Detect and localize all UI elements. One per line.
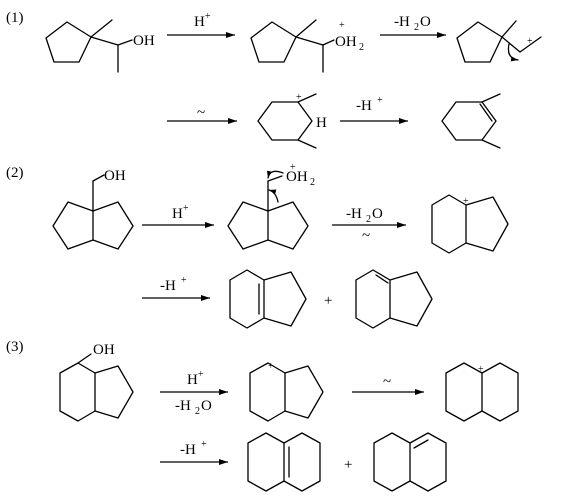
p2-product-b-double-bond — [375, 274, 389, 284]
p2-arrow1-plus: + — [183, 203, 189, 214]
p3-oh-label: OH — [93, 342, 115, 358]
p1-oxonium-sub: 2 — [359, 42, 364, 53]
p1-product-double-bond — [479, 103, 493, 122]
problem-number-2: (2) — [6, 165, 24, 181]
p3-product-b-double-bond — [413, 439, 429, 449]
p3-arrow1-sub: 2 — [195, 406, 200, 417]
p2-oh-label: OH — [104, 168, 126, 184]
p1-cyclohexyl-plus: + — [296, 92, 302, 103]
p3-product-b — [373, 432, 447, 492]
p2-leaving-group-arrow — [266, 170, 284, 179]
p3-arrow1-o: O — [201, 398, 212, 414]
p2-arrow2-o: O — [372, 206, 383, 222]
p2-arrow3-plus: + — [181, 275, 187, 286]
p3-arrow1-h: H — [187, 372, 198, 388]
p1-arrow3-tilde: ~ — [197, 105, 205, 121]
p1-oxonium: + OH 2 — [250, 19, 364, 73]
p1-arrow4-minus-h: -H — [356, 98, 372, 114]
p2-product-a — [229, 269, 307, 329]
p2-oxonium-sub: 2 — [310, 177, 315, 188]
p2-ring-expansion-arrow — [268, 189, 279, 203]
p2-arrow2-sub: 2 — [366, 214, 371, 225]
problem-number-3: (3) — [6, 339, 24, 355]
p2-product-b — [355, 269, 433, 329]
p1-methyl-shift-arrow — [507, 43, 519, 62]
p1-cyclohexyl-h: H — [316, 115, 327, 131]
p3-product-a — [247, 432, 321, 492]
p1-arrow4-plus: + — [377, 95, 383, 106]
p2-oxonium: + OH 2 — [227, 162, 315, 250]
p3-plus-sign: + — [344, 457, 352, 473]
p1-product — [441, 93, 501, 149]
p1-cation-plus: + — [527, 36, 533, 47]
p1-arrow2-sub: 2 — [414, 22, 419, 33]
p1-reactant: OH — [45, 19, 155, 73]
p3-arrow3-plus: + — [201, 439, 207, 450]
p3-decalin-plus: + — [478, 364, 484, 375]
p2-oxonium-oh: OH — [286, 169, 308, 185]
p3-reactant: OH — [59, 342, 134, 422]
p3-arrow3-minus-h: -H — [180, 442, 196, 458]
p2-cation: + — [431, 194, 509, 254]
p1-cyclohexyl-cation: + H — [257, 92, 327, 149]
p2-oxonium-plus: + — [290, 162, 296, 173]
p2-arrow1-h: H — [172, 206, 183, 222]
p1-oh-label: OH — [133, 33, 155, 49]
p1-oxonium-oh: OH — [335, 34, 357, 50]
p3-decalin-cation: + — [445, 362, 519, 422]
p3-cation-plus: + — [268, 361, 274, 372]
p2-arrow2-tilde: ~ — [362, 228, 370, 244]
p1-arrow1-plus: + — [205, 11, 211, 22]
p1-arrow2-minus-h: -H — [394, 14, 410, 30]
p3-arrow1-minus-h: -H — [175, 398, 191, 414]
p2-arrow2-minus-h: -H — [346, 206, 362, 222]
p3-cation: + — [249, 361, 324, 422]
p2-plus-sign: + — [324, 293, 332, 309]
p1-arrow2-o: O — [420, 14, 431, 30]
p1-arrow1-h: H — [194, 14, 205, 30]
p2-cation-plus: + — [463, 196, 469, 207]
p1-oxonium-plus: + — [339, 20, 345, 31]
p3-arrow1-plus: + — [198, 369, 204, 380]
problem-number-1: (1) — [6, 10, 24, 26]
p2-arrow3-minus-h: -H — [160, 278, 176, 294]
p3-arrow2-tilde: ~ — [383, 374, 391, 390]
p1-cation: + — [456, 20, 542, 63]
p2-reactant: OH — [52, 168, 134, 250]
